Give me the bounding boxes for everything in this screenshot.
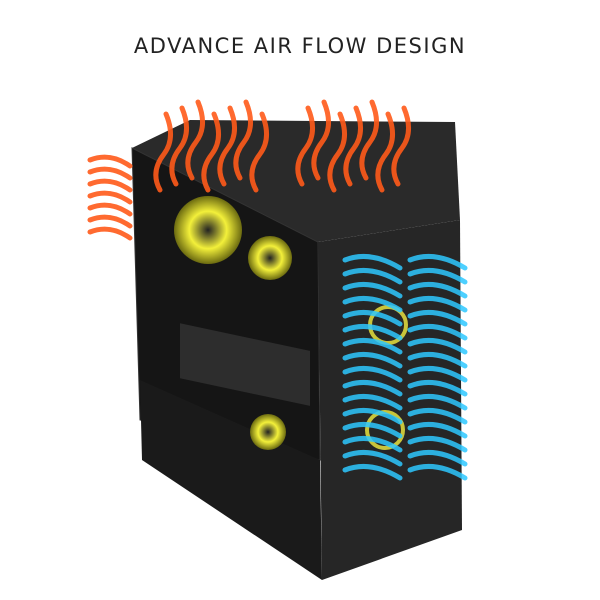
hot-air-wave bbox=[87, 226, 133, 241]
hot-air-wave bbox=[87, 166, 133, 181]
hot-air-wave bbox=[295, 105, 315, 187]
cool-air-wave bbox=[407, 421, 468, 439]
cool-air-wave bbox=[342, 449, 403, 467]
fan-icon bbox=[250, 414, 286, 450]
hot-air-wave bbox=[359, 99, 379, 181]
cool-air-wave bbox=[342, 463, 403, 481]
hot-air-wave bbox=[169, 105, 189, 187]
cool-air-wave bbox=[407, 393, 468, 411]
cool-air-wave bbox=[342, 281, 403, 299]
fan-icon bbox=[174, 196, 242, 264]
hot-air-wave bbox=[87, 202, 133, 217]
hot-air-wave bbox=[87, 190, 133, 205]
cool-air-wave bbox=[342, 435, 403, 453]
cool-air-wave bbox=[342, 421, 403, 439]
cool-air-wave bbox=[342, 295, 403, 313]
cool-air-wave bbox=[342, 351, 403, 369]
cool-air-wave bbox=[407, 379, 468, 397]
cool-air-wave bbox=[407, 323, 468, 341]
cool-air-wave bbox=[407, 463, 468, 481]
cool-air-wave bbox=[342, 379, 403, 397]
hot-air-wave bbox=[153, 111, 173, 193]
cool-air-wave bbox=[342, 309, 403, 327]
hot-air-wave bbox=[249, 111, 269, 193]
hot-air-wave bbox=[311, 99, 331, 181]
cool-air-wave bbox=[342, 393, 403, 411]
hot-air-wave bbox=[233, 99, 253, 181]
cool-air-wave bbox=[407, 267, 468, 285]
hot-air-wave bbox=[391, 105, 411, 187]
cool-airflow-icon bbox=[342, 253, 468, 481]
hot-air-wave bbox=[87, 214, 133, 229]
hot-air-wave bbox=[217, 105, 237, 187]
cool-air-wave bbox=[342, 407, 403, 425]
hot-air-wave bbox=[87, 178, 133, 193]
cool-air-wave bbox=[342, 337, 403, 355]
cool-air-wave bbox=[407, 281, 468, 299]
hot-air-wave bbox=[201, 111, 221, 193]
hot-air-wave bbox=[327, 111, 347, 193]
cool-air-wave bbox=[407, 309, 468, 327]
hot-airflow-icon bbox=[87, 99, 411, 241]
gpu bbox=[180, 323, 310, 406]
cool-air-wave bbox=[407, 407, 468, 425]
cool-air-wave bbox=[407, 449, 468, 467]
cool-air-wave bbox=[407, 435, 468, 453]
hot-air-wave bbox=[185, 99, 205, 181]
hot-air-wave bbox=[87, 154, 133, 169]
fan-icon bbox=[248, 236, 292, 280]
hot-air-wave bbox=[343, 105, 363, 187]
cool-air-wave bbox=[342, 323, 403, 341]
case-bottom-shroud bbox=[140, 380, 322, 580]
cool-air-wave bbox=[407, 365, 468, 383]
page-title: ADVANCE AIR FLOW DESIGN bbox=[133, 34, 467, 58]
cool-air-wave bbox=[342, 267, 403, 285]
hot-air-wave bbox=[375, 111, 395, 193]
cool-air-wave bbox=[342, 365, 403, 383]
cool-air-wave bbox=[342, 253, 403, 271]
cool-air-wave bbox=[407, 295, 468, 313]
cool-air-wave bbox=[407, 337, 468, 355]
cool-air-wave bbox=[407, 351, 468, 369]
cool-air-wave bbox=[407, 253, 468, 271]
